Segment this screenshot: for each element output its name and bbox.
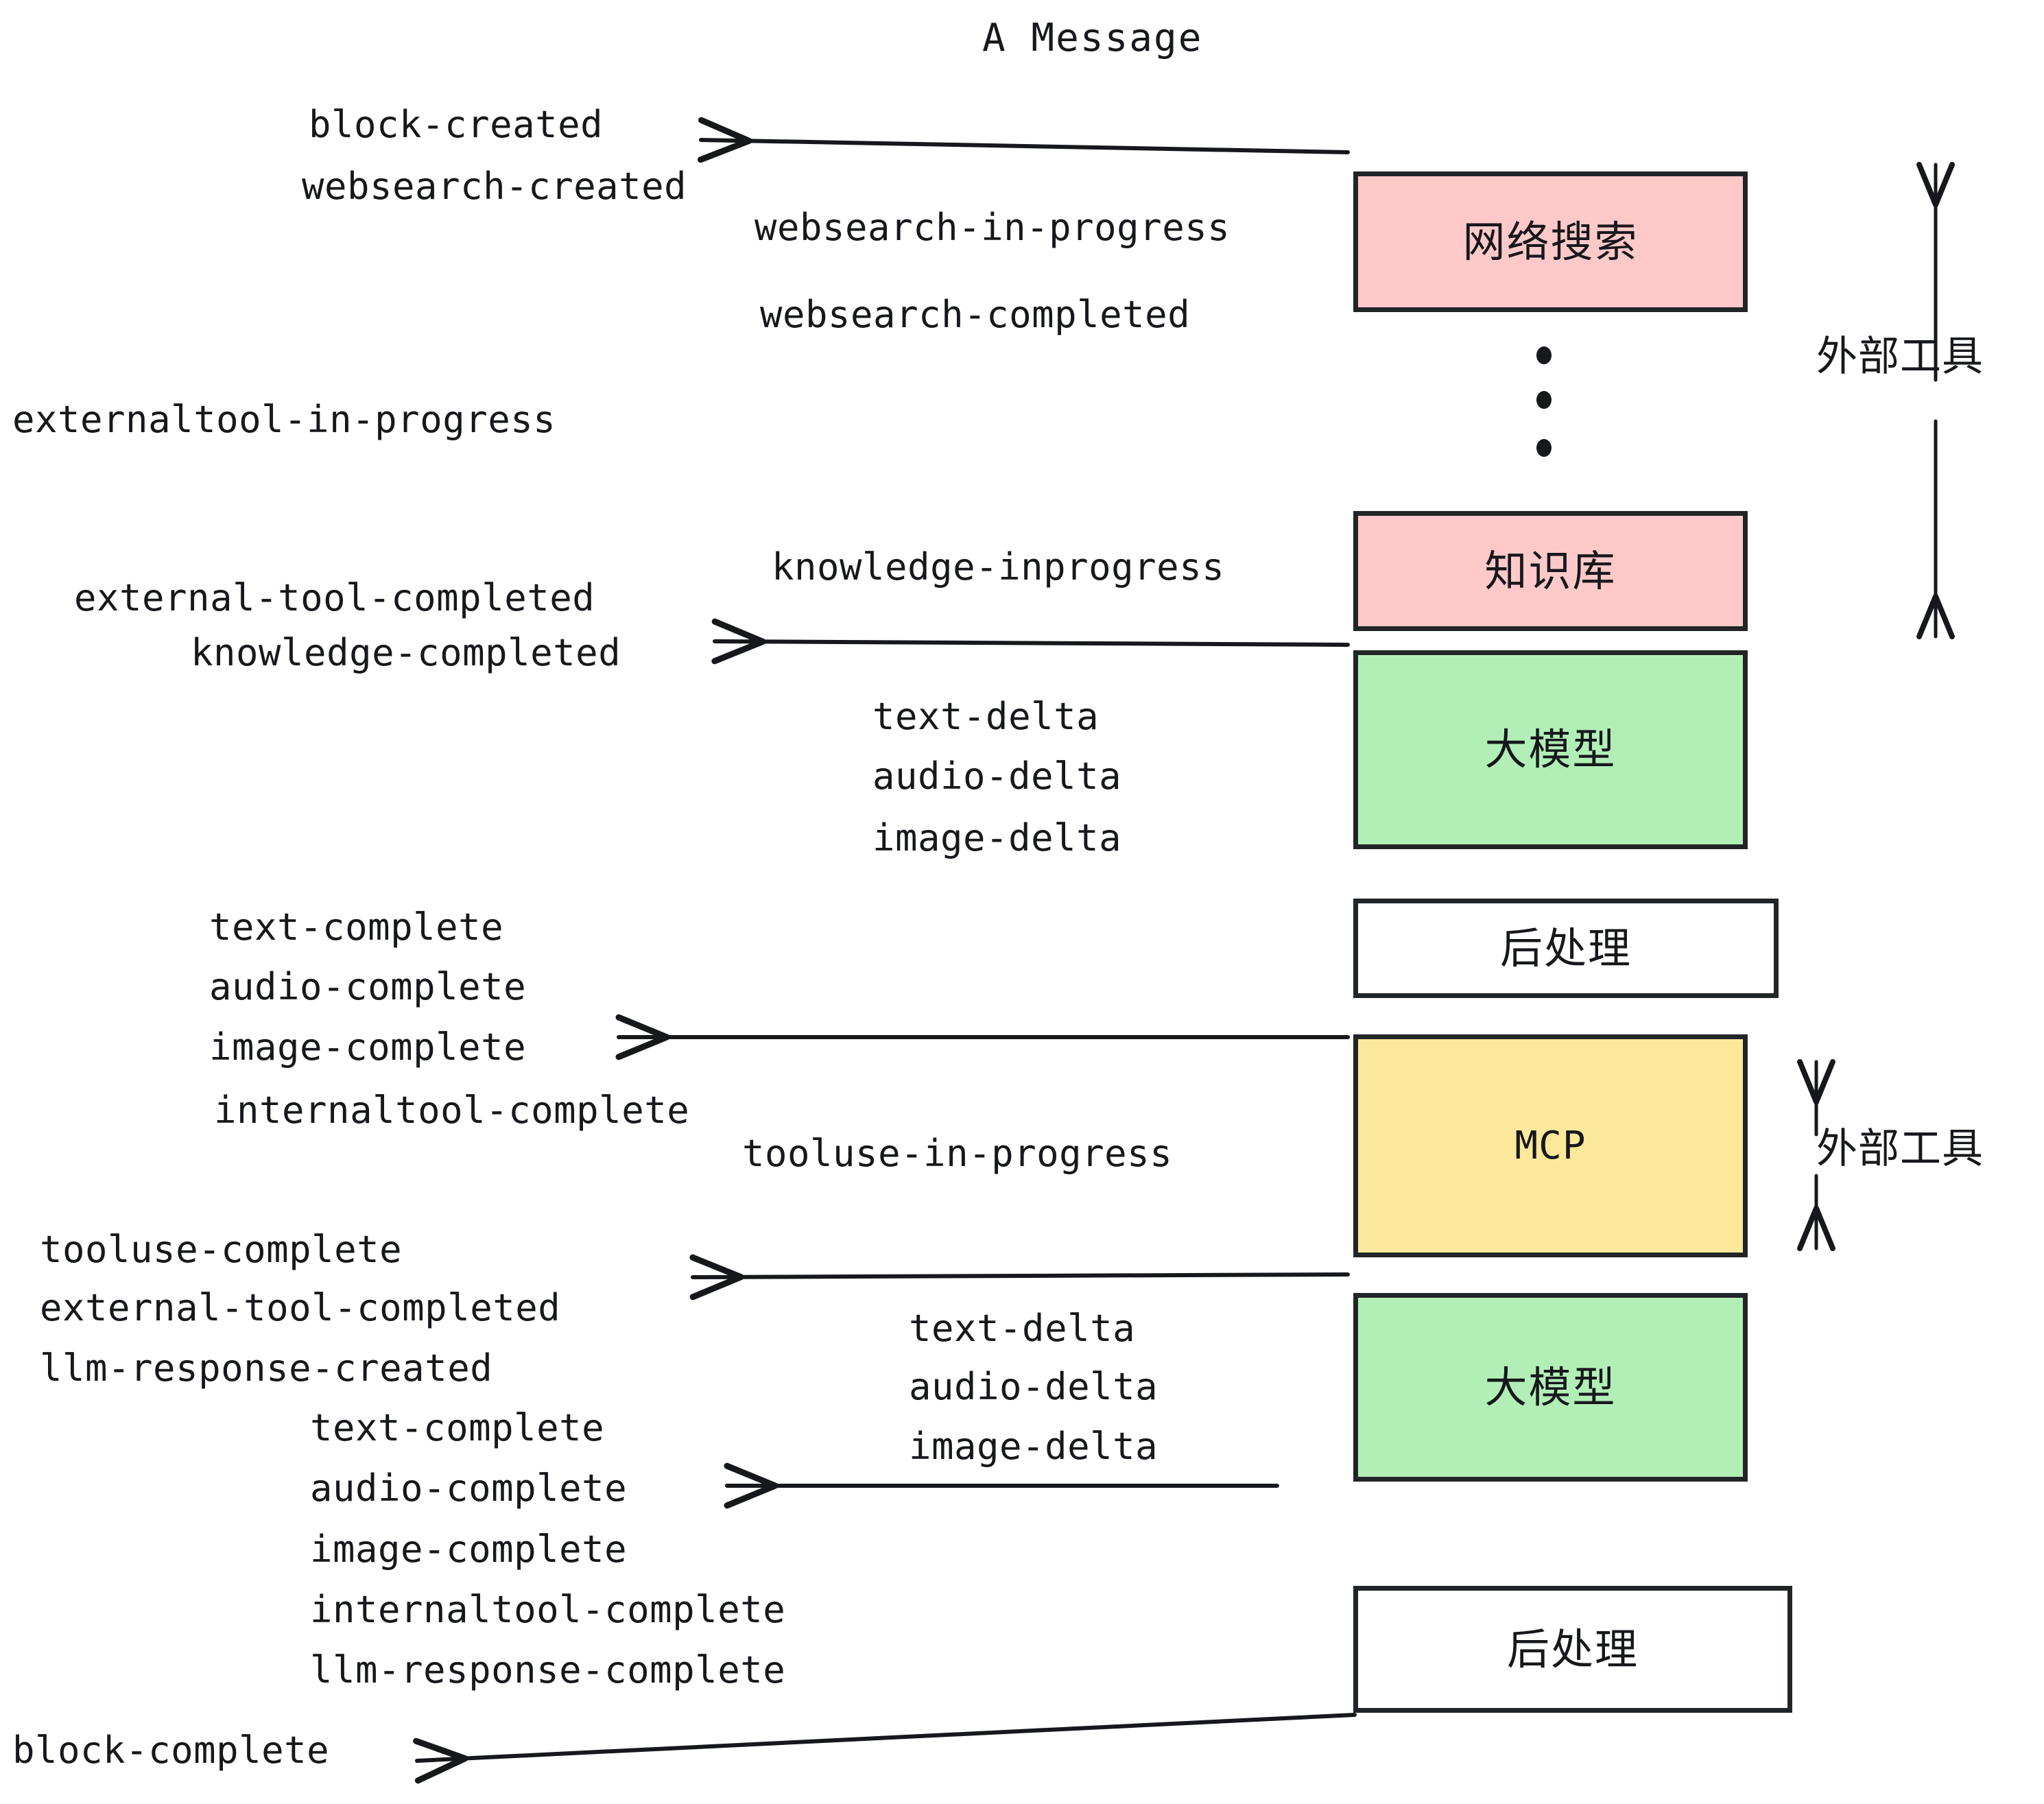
node-box-websearch: 网络搜索 (1353, 171, 1748, 312)
arrow-knowledge-completed (711, 618, 1350, 665)
event-label-text-delta-2: text-delta (909, 1307, 1136, 1350)
node-box-knowledge: 知识库 (1353, 511, 1748, 631)
event-label-knowledge-completed: knowledge-completed (191, 631, 621, 674)
node-box-label: 网络搜索 (1462, 216, 1639, 267)
ellipsis-dot-2 (1536, 391, 1552, 409)
ellipsis-dot-3 (1536, 439, 1552, 457)
event-label-block-created: block-created (309, 103, 604, 146)
diagram-title: A Message (982, 16, 1203, 60)
node-box-postprocess-1: 后处理 (1353, 899, 1779, 998)
event-label-image-complete-2: image-complete (310, 1528, 628, 1571)
event-label-text-delta-1: text-delta (872, 695, 1100, 738)
arrow-tooluse-complete (689, 1254, 1350, 1301)
node-box-label: 后处理 (1499, 923, 1632, 973)
event-label-websearch-created: websearch-created (302, 165, 687, 208)
event-label-externaltool-in-progress: externaltool-in-progress (12, 398, 556, 441)
node-box-label: 大模型 (1484, 724, 1617, 774)
event-label-text-complete-2: text-complete (310, 1406, 605, 1449)
arrow-block-complete (413, 1713, 1357, 1784)
node-box-mcp: MCP (1353, 1034, 1748, 1257)
event-label-websearch-in-progress: websearch-in-progress (754, 206, 1231, 249)
event-label-llm-response-complete: llm-response-complete (310, 1648, 786, 1692)
event-label-block-complete: block-complete (12, 1729, 330, 1772)
event-label-websearch-completed: websearch-completed (760, 293, 1191, 336)
ellipsis-dot-1 (1536, 346, 1552, 364)
event-label-text-complete-1: text-complete (209, 905, 504, 949)
event-label-internaltool-complete-2: internaltool-complete (310, 1588, 786, 1631)
node-box-label: 知识库 (1484, 545, 1617, 596)
node-box-llm-2: 大模型 (1353, 1293, 1748, 1482)
side-label-external-tool-top: 外部工具 (1816, 333, 1984, 381)
node-box-label: 后处理 (1506, 1624, 1639, 1674)
node-box-label: 大模型 (1484, 1362, 1617, 1412)
event-label-image-delta-1: image-delta (872, 816, 1122, 859)
event-label-image-delta-2: image-delta (909, 1425, 1158, 1468)
event-label-tooluse-complete: tooluse-complete (40, 1228, 403, 1271)
event-label-audio-complete-1: audio-complete (209, 965, 527, 1008)
event-label-tooluse-in-progress: tooluse-in-progress (742, 1132, 1173, 1175)
event-label-llm-response-created: llm-response-created (40, 1346, 493, 1390)
event-label-external-tool-completed-1: external-tool-completed (74, 576, 595, 619)
event-label-external-tool-completed-2: external-tool-completed (40, 1286, 561, 1329)
side-label-external-tool-bottom: 外部工具 (1816, 1125, 1984, 1173)
node-box-llm-1: 大模型 (1353, 650, 1748, 849)
event-label-audio-complete-2: audio-complete (310, 1467, 628, 1510)
arrow-block-created (697, 117, 1350, 163)
event-label-audio-delta-2: audio-delta (909, 1365, 1158, 1408)
event-label-image-complete-1: image-complete (209, 1025, 527, 1069)
node-box-postprocess-2: 后处理 (1353, 1586, 1792, 1713)
event-label-knowledge-inprogress: knowledge-inprogress (772, 545, 1225, 589)
node-box-label: MCP (1514, 1123, 1587, 1168)
event-label-internaltool-complete-1: internaltool-complete (214, 1089, 690, 1132)
event-label-audio-delta-1: audio-delta (872, 755, 1122, 798)
